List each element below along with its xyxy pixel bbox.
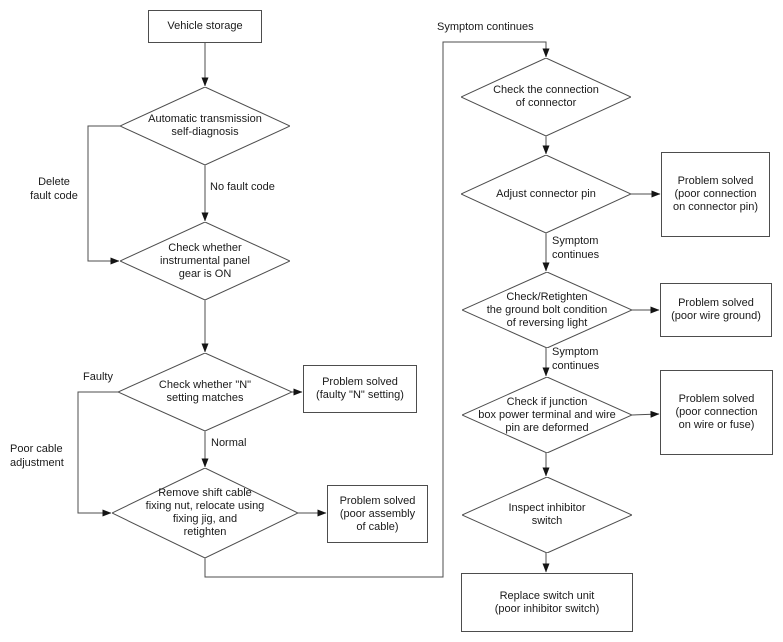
node-label: Problem solved (poor assembly of cable)	[339, 494, 416, 533]
node-label: Remove shift cable fixing nut, relocate …	[145, 487, 265, 538]
edge-label-symptom-continues-2: Symptom continues	[552, 346, 600, 372]
edge-label-delete-fault-code: Delete fault code	[30, 176, 78, 202]
node-solved-poor-wire-fuse: Problem solved (poor connection on wire …	[660, 370, 773, 455]
edge-junctionbox-to-solved	[631, 410, 660, 418]
node-label: Vehicle storage	[167, 20, 243, 32]
node-replace-switch-unit: Replace switch unit (poor inhibitor swit…	[461, 573, 633, 632]
node-solved-poor-assembly: Problem solved (poor assembly of cable)	[327, 485, 428, 543]
node-vehicle-storage: Vehicle storage	[148, 10, 262, 43]
node-label: Problem solved (poor connection on wire …	[675, 393, 758, 431]
node-label: Inspect inhibitor switch	[508, 502, 586, 527]
node-check-junction-box: Check if junction box power terminal and…	[462, 377, 632, 453]
node-check-connector-connection: Check the connection of connector	[461, 58, 631, 136]
edge-label-normal: Normal	[211, 437, 247, 449]
diamond-shape	[461, 58, 631, 136]
node-adjust-connector-pin: Adjust connector pin	[461, 155, 631, 233]
diamond-shape	[462, 477, 632, 553]
edge-delete-fault-code-loop	[87, 125, 120, 265]
diamond-shape	[120, 87, 290, 165]
edge-left-to-right-column	[204, 41, 550, 578]
edge-label-faulty: Faulty	[83, 371, 113, 383]
node-solved-poor-wire-ground: Problem solved (poor wire ground)	[660, 283, 772, 337]
node-label: Automatic transmission self-diagnosis	[148, 113, 262, 138]
node-label: Check/Retighten the ground bolt conditio…	[486, 290, 608, 329]
node-label: Replace switch unit (poor inhibitor swit…	[494, 589, 600, 615]
edge-faulty-loop	[77, 391, 118, 517]
edge-label-symptom-continues-1: Symptom continues	[552, 235, 600, 261]
node-check-instrumental-panel: Check whether instrumental panel gear is…	[120, 222, 290, 300]
node-label: Check whether "N" setting matches	[158, 379, 252, 404]
edge-label-symptom-continues-top: Symptom continues	[437, 21, 534, 33]
diamond-shape	[462, 272, 632, 348]
node-check-ground-bolt: Check/Retighten the ground bolt conditio…	[462, 272, 632, 348]
diamond-shape	[461, 155, 631, 233]
node-label: Check whether instrumental panel gear is…	[160, 241, 250, 280]
diamond-shape	[112, 468, 298, 558]
diamond-shape	[462, 377, 632, 453]
node-solved-faulty-n-setting: Problem solved (faulty "N" setting)	[303, 365, 417, 413]
edge-label-no-fault-code: No fault code	[210, 181, 275, 193]
node-label: Check the connection of connector	[493, 84, 599, 109]
node-label: Problem solved (faulty "N" setting)	[316, 376, 404, 401]
node-remove-shift-cable: Remove shift cable fixing nut, relocate …	[112, 468, 298, 558]
edge-label-poor-cable-adjustment: Poor cable adjustment	[10, 443, 64, 469]
diamond-shape	[118, 353, 292, 431]
node-label: Problem solved (poor connection on conne…	[673, 175, 758, 213]
node-label: Check if junction box power terminal and…	[478, 395, 616, 434]
diamond-shape	[120, 222, 290, 300]
node-label: Problem solved (poor wire ground)	[671, 297, 761, 322]
node-auto-transmission-self-diagnosis: Automatic transmission self-diagnosis	[120, 87, 290, 165]
node-solved-poor-connector-pin: Problem solved (poor connection on conne…	[661, 152, 770, 237]
node-label: Adjust connector pin	[496, 187, 596, 200]
node-inspect-inhibitor-switch: Inspect inhibitor switch	[462, 477, 632, 553]
node-check-n-setting: Check whether "N" setting matches	[118, 353, 292, 431]
